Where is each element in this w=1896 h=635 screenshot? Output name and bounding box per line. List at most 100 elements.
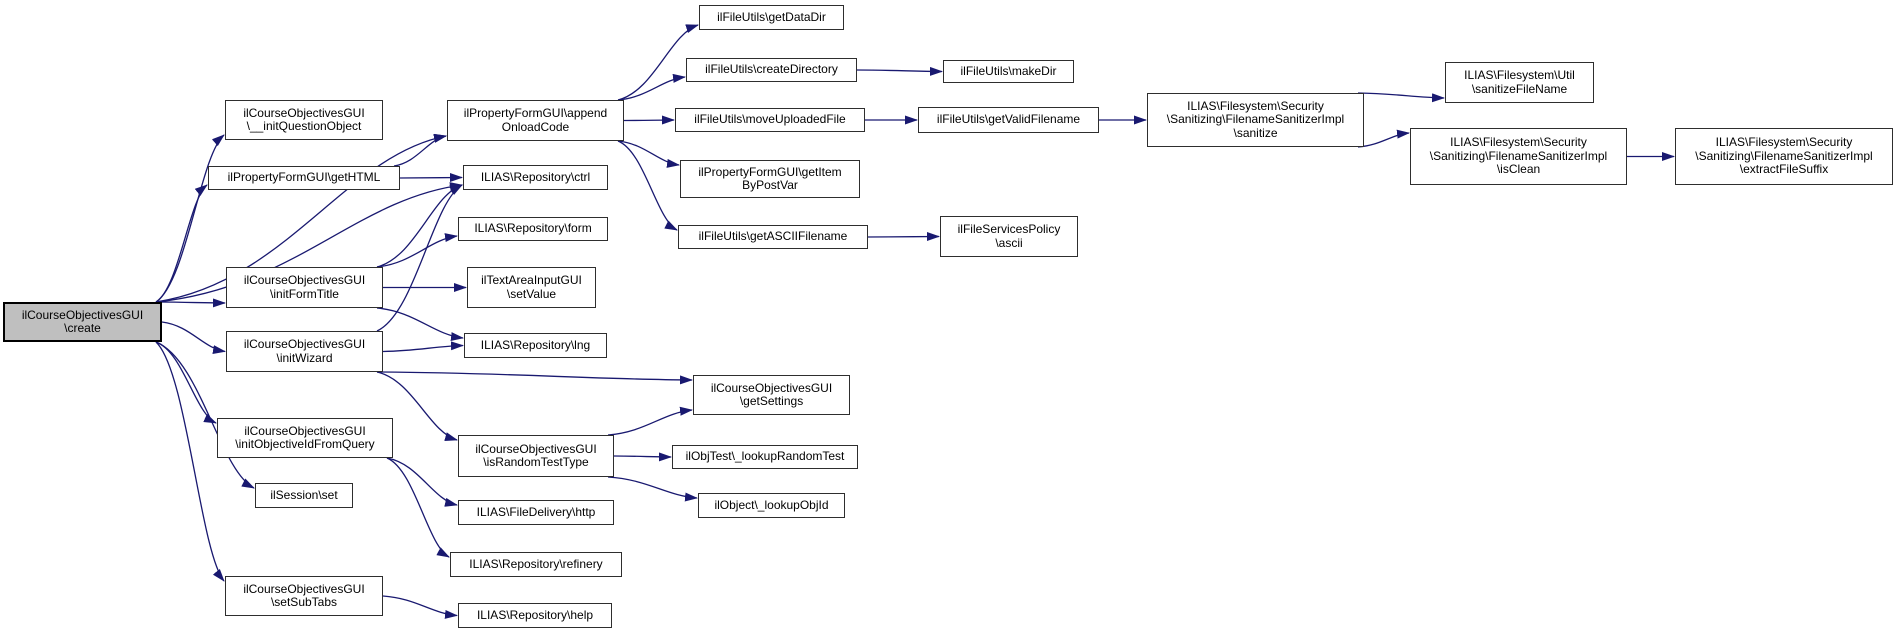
node-label-line: ilTextAreaInputGUI: [481, 273, 582, 287]
edge-createDirectory-to-makeDir: [856, 66, 943, 76]
node-label-line: ilObjTest\_lookupRandomTest: [685, 449, 845, 464]
edge-initFormTitle-to-form: [376, 233, 458, 268]
node-label-line: ilCourseObjectivesGUI: [243, 581, 365, 596]
node-ctrl[interactable]: ILIAS\Repository\ctrl: [463, 165, 608, 190]
node-label-line: ilCourseObjectivesGUI: [243, 273, 366, 287]
edge-appendOnloadCode-to-createDirectory: [617, 73, 686, 101]
edge-initObjectiveIdFromQuery-to-http: [386, 457, 458, 507]
node-label-line: \create: [64, 321, 101, 335]
node-label-line: ilFileServicesPolicy: [957, 222, 1061, 236]
edge-isRandomTestType-to-lookupObjId: [607, 476, 698, 502]
node-setSubTabs[interactable]: ilCourseObjectivesGUI\setSubTabs: [225, 576, 383, 616]
node-label-line: ILIAS\Filesystem\Security: [1715, 135, 1853, 150]
edge-getHTML-to-appendOnloadCode: [393, 133, 447, 167]
node-label-line: ilFileUtils\getASCIIFilename: [698, 229, 848, 244]
edge-getHTML-to-ctrl: [399, 173, 463, 183]
node-label-line: ilCourseObjectivesGUI: [475, 441, 597, 456]
node-label-line: \initObjectiveIdFromQuery: [235, 437, 375, 451]
node-label-line: \setSubTabs: [270, 595, 338, 609]
edge-sanitize-to-isClean: [1357, 129, 1410, 148]
node-label-line: ilFileUtils\moveUploadedFile: [694, 112, 846, 127]
node-label-line: \sanitizeFileName: [1471, 81, 1568, 96]
node-label-line: \isClean: [1496, 162, 1541, 177]
node-label-line: \Sanitizing\FilenameSanitizerImpl: [1429, 148, 1608, 163]
node-initQuestionObject[interactable]: ilCourseObjectivesGUI\__initQuestionObje…: [225, 100, 383, 140]
node-getDataDir[interactable]: ilFileUtils\getDataDir: [699, 5, 844, 30]
node-label-line: ILIAS\Repository\form: [474, 221, 592, 236]
edge-setSubTabs-to-help: [382, 595, 458, 619]
node-label-line: \extractFileSuffix: [1739, 162, 1829, 177]
node-label-line: ilSession\set: [270, 487, 338, 502]
edge-create-to-getHTML: [155, 184, 208, 303]
node-lookupRandomTest[interactable]: ilObjTest\_lookupRandomTest: [672, 445, 858, 469]
node-getASCIIFilename[interactable]: ilFileUtils\getASCIIFilename: [678, 225, 868, 249]
node-label-line: ilFileUtils\createDirectory: [705, 62, 838, 77]
node-help[interactable]: ILIAS\Repository\help: [458, 603, 612, 628]
node-label-line: \getSettings: [739, 394, 804, 408]
edge-initObjectiveIdFromQuery-to-refinery: [386, 457, 450, 558]
node-isClean[interactable]: ILIAS\Filesystem\Security\Sanitizing\Fil…: [1410, 128, 1627, 185]
node-label-line: ilCourseObjectivesGUI: [710, 380, 833, 395]
node-label-line: ilPropertyFormGUI\getHTML: [227, 170, 381, 185]
node-label-line: ILIAS\Filesystem\Util: [1464, 68, 1575, 82]
node-label-line: \setValue: [506, 286, 557, 301]
node-label-line: \Sanitizing\FilenameSanitizerImpl: [1166, 112, 1345, 127]
edge-initWizard-to-getSettings: [376, 371, 693, 385]
node-setValue[interactable]: ilTextAreaInputGUI\setValue: [467, 267, 596, 308]
node-sanitizeFileName[interactable]: ILIAS\Filesystem\Util\sanitizeFileName: [1445, 62, 1594, 103]
call-graph-edges: [155, 24, 1675, 619]
edge-initWizard-to-lng: [382, 341, 464, 353]
edge-isRandomTestType-to-getSettings: [607, 406, 693, 436]
node-label-line: ilFileUtils\getDataDir: [717, 9, 826, 24]
node-createDirectory[interactable]: ilFileUtils\createDirectory: [686, 58, 857, 82]
node-label-line: ilFileUtils\getValidFilename: [936, 112, 1081, 127]
node-http[interactable]: ILIAS\FileDelivery\http: [458, 500, 614, 525]
node-label-line: \__initQuestionObject: [246, 119, 362, 133]
edge-create-to-initFormTitle: [155, 298, 226, 308]
node-moveUploadedFile[interactable]: ilFileUtils\moveUploadedFile: [675, 108, 865, 132]
node-label-line: ILIAS\Filesystem\Security: [1187, 98, 1324, 113]
edge-sanitize-to-sanitizeFileName: [1357, 92, 1445, 103]
node-getHTML[interactable]: ilPropertyFormGUI\getHTML: [208, 166, 400, 190]
node-label-line: OnloadCode: [501, 119, 570, 134]
node-initFormTitle[interactable]: ilCourseObjectivesGUI\initFormTitle: [226, 267, 383, 308]
node-lookupObjId[interactable]: ilObject\_lookupObjId: [698, 493, 845, 518]
edge-create-to-appendOnloadCode: [155, 133, 447, 303]
node-refinery[interactable]: ILIAS\Repository\refinery: [450, 552, 622, 577]
node-form[interactable]: ILIAS\Repository\form: [458, 217, 608, 241]
node-label-line: ILIAS\Repository\ctrl: [480, 169, 591, 184]
node-makeDir[interactable]: ilFileUtils\makeDir: [943, 60, 1074, 83]
node-sessionSet[interactable]: ilSession\set: [255, 483, 353, 508]
node-initWizard[interactable]: ilCourseObjectivesGUI\initWizard: [226, 331, 383, 372]
node-extractFileSuffix[interactable]: ILIAS\Filesystem\Security\Sanitizing\Fil…: [1675, 128, 1893, 185]
node-label-line: ILIAS\FileDelivery\http: [476, 504, 596, 519]
node-label-line: ILIAS\Repository\help: [476, 607, 594, 622]
node-getValidFilename[interactable]: ilFileUtils\getValidFilename: [918, 107, 1099, 133]
node-label-line: ILIAS\Repository\refinery: [469, 556, 603, 571]
node-getSettings[interactable]: ilCourseObjectivesGUI\getSettings: [693, 375, 850, 415]
node-label-line: ILIAS\Repository\lng: [480, 337, 591, 352]
node-lng[interactable]: ILIAS\Repository\lng: [464, 333, 607, 358]
node-create[interactable]: ilCourseObjectivesGUI\create: [3, 302, 162, 342]
node-label-line: \initWizard: [276, 350, 333, 365]
node-sanitize[interactable]: ILIAS\Filesystem\Security\Sanitizing\Fil…: [1147, 93, 1364, 147]
node-label-line: ILIAS\Filesystem\Security: [1450, 135, 1587, 150]
node-label-line: \Sanitizing\FilenameSanitizerImpl: [1695, 148, 1873, 163]
node-label-line: ilObject\_lookupObjId: [714, 497, 829, 512]
node-label-line: ilPropertyFormGUI\getItem: [698, 164, 842, 179]
node-label-line: ilCourseObjectivesGUI: [21, 307, 144, 322]
edge-create-to-initWizard: [161, 321, 226, 355]
node-initObjectiveIdFromQuery[interactable]: ilCourseObjectivesGUI\initObjectiveIdFro…: [217, 418, 393, 458]
node-ascii[interactable]: ilFileServicesPolicy\ascii: [940, 216, 1078, 257]
node-isRandomTestType[interactable]: ilCourseObjectivesGUI\isRandomTestType: [458, 435, 614, 477]
edge-create-to-sessionSet: [155, 341, 255, 489]
node-label-line: ByPostVar: [742, 178, 798, 192]
edge-appendOnloadCode-to-getDataDir: [617, 24, 699, 101]
node-label-line: \sanitize: [1233, 125, 1278, 140]
node-label-line: ilCourseObjectivesGUI: [243, 337, 366, 351]
node-label-line: ilCourseObjectivesGUI: [244, 423, 366, 438]
